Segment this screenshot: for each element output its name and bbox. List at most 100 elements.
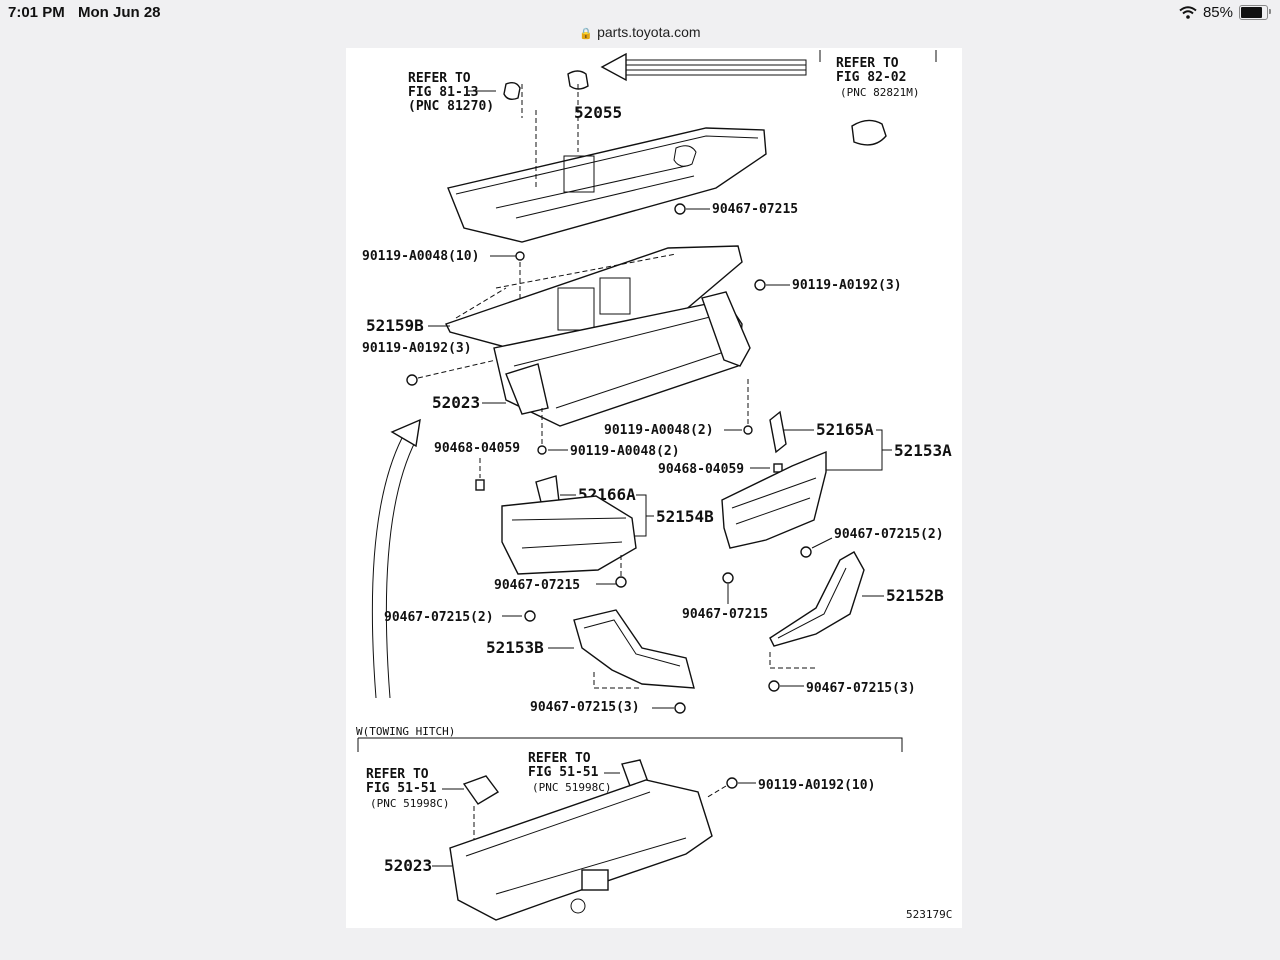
- lamp-part: [503, 81, 521, 101]
- part-label-90468-r: 90468-04059: [658, 462, 744, 477]
- status-time: 7:01 PM: [8, 4, 65, 21]
- part-label-52152B: 52152B: [886, 586, 944, 605]
- bolt-part: [674, 203, 686, 215]
- refer-label: (PNC 51998C): [532, 781, 611, 794]
- part-label-90119-192-l: 90119-A0192(3): [362, 341, 472, 356]
- bracket-line: [819, 50, 937, 62]
- part-label-90467-2-l: 90467-07215(2): [384, 610, 494, 625]
- dashed-guide: [417, 359, 497, 379]
- part-label-90467-top: 90467-07215: [712, 202, 798, 217]
- sensor-part: [851, 119, 887, 146]
- status-bar: 7:01 PM Mon Jun 28 85%: [0, 0, 1280, 24]
- dashed-guide: [455, 253, 677, 319]
- part-label-90119-a2-mid: 90119-A0048(2): [604, 423, 714, 438]
- bracket-line: [357, 737, 903, 752]
- part-label-52159B: 52159B: [366, 316, 424, 335]
- lock-icon: 🔒: [579, 28, 594, 40]
- status-right: 85%: [1179, 4, 1271, 21]
- bolt-part: [722, 572, 734, 584]
- status-date: Mon Jun 28: [78, 4, 161, 21]
- part-label-52154B: 52154B: [656, 507, 714, 526]
- edge-line: [455, 135, 759, 195]
- refer-label: REFER TO: [408, 71, 471, 86]
- dashed-guide: [769, 652, 816, 669]
- refer-label: FIG 82-02: [836, 70, 906, 85]
- clip-part: [475, 479, 485, 491]
- plate-recess: [563, 155, 595, 193]
- bolt-part: [726, 777, 738, 789]
- hitch-receiver: [581, 869, 609, 891]
- right-side-bracket: [721, 450, 827, 549]
- part-label-52023-hitch: 52023: [384, 856, 432, 875]
- bracket-cutout: [557, 287, 595, 331]
- edge-line: [513, 311, 737, 409]
- parts-diagram: REFER TO FIG 81-13 (PNC 81270) REFER TO …: [346, 48, 962, 928]
- step-pad-group: [567, 52, 807, 90]
- dashed-guide: [521, 84, 579, 188]
- step-hole: [673, 145, 697, 167]
- part-label-90119-192-r: 90119-A0192(3): [792, 278, 902, 293]
- edge-line: [583, 619, 681, 667]
- arrow-head: [600, 52, 627, 82]
- part-label-52153B: 52153B: [486, 638, 544, 657]
- bolt-part: [743, 425, 753, 435]
- reinforcement-end: [505, 363, 549, 415]
- hitch-cover-part: [462, 775, 500, 805]
- part-label-52023: 52023: [432, 393, 480, 412]
- part-label-90119-a2-low: 90119-A0048(2): [570, 444, 680, 459]
- bolt-part: [615, 576, 627, 588]
- edge-line: [495, 165, 695, 219]
- refer-label: REFER TO: [836, 56, 899, 71]
- brace-part: [769, 410, 787, 454]
- bolt-part: [406, 374, 418, 386]
- curved-arrow-line: [371, 437, 403, 699]
- refer-label: REFER TO: [366, 767, 429, 782]
- towing-hitch-frame: [449, 779, 713, 921]
- edge-line: [465, 791, 687, 895]
- bolt-part: [537, 445, 547, 455]
- edge-line: [777, 567, 847, 639]
- curved-arrow-head: [390, 418, 421, 448]
- refer-label: REFER TO: [528, 751, 591, 766]
- bolt-part: [515, 251, 525, 261]
- part-label-52153A: 52153A: [894, 441, 952, 460]
- part-label-90119-192-10: 90119-A0192(10): [758, 778, 875, 793]
- section-label: W(TOWING HITCH): [356, 725, 455, 738]
- part-label-52055: 52055: [574, 103, 622, 122]
- refer-label: (PNC 82821M): [840, 86, 919, 99]
- battery-percent: 85%: [1202, 4, 1233, 21]
- parts-diagram-svg: REFER TO FIG 81-13 (PNC 81270) REFER TO …: [356, 50, 952, 921]
- leader-line: [811, 537, 833, 549]
- refer-label: FIG 81-13: [408, 85, 478, 100]
- bolt-part: [754, 279, 766, 291]
- part-label-90467-mid-l: 90467-07215: [494, 578, 580, 593]
- dashed-guide: [593, 672, 640, 689]
- refer-label: FIG 51-51: [366, 781, 437, 796]
- rear-step-bumper: [447, 127, 767, 243]
- part-label-90467-3-r: 90467-07215(3): [806, 681, 916, 696]
- edge-line: [731, 477, 817, 525]
- bolt-part: [768, 680, 780, 692]
- url-bar[interactable]: 🔒parts.toyota.com: [0, 24, 1280, 46]
- part-label-52165A: 52165A: [816, 420, 874, 439]
- hitch-pin-hole: [570, 898, 586, 914]
- battery-icon: [1239, 5, 1271, 20]
- refer-label: FIG 51-51: [528, 765, 599, 780]
- part-label-90119-10: 90119-A0048(10): [362, 249, 479, 264]
- step-pad-part: [567, 70, 589, 90]
- refer-label: (PNC 81270): [408, 99, 494, 114]
- curved-arrow-line: [385, 439, 417, 699]
- figure-code: 523179C: [906, 908, 952, 921]
- arrow-shaft-box: [625, 59, 807, 76]
- reinforcement-end: [701, 291, 751, 367]
- left-bumper-extension: [573, 609, 695, 689]
- wifi-icon: [1179, 6, 1197, 19]
- bolt-part: [674, 702, 686, 714]
- part-label-90467-2-r: 90467-07215(2): [834, 527, 944, 542]
- part-label-90467-mid-r: 90467-07215: [682, 607, 768, 622]
- part-label-90467-3-l: 90467-07215(3): [530, 700, 640, 715]
- edge-line: [511, 517, 627, 549]
- right-bumper-extension: [769, 551, 865, 647]
- clip-part: [773, 463, 783, 473]
- dashed-guide: [705, 785, 727, 799]
